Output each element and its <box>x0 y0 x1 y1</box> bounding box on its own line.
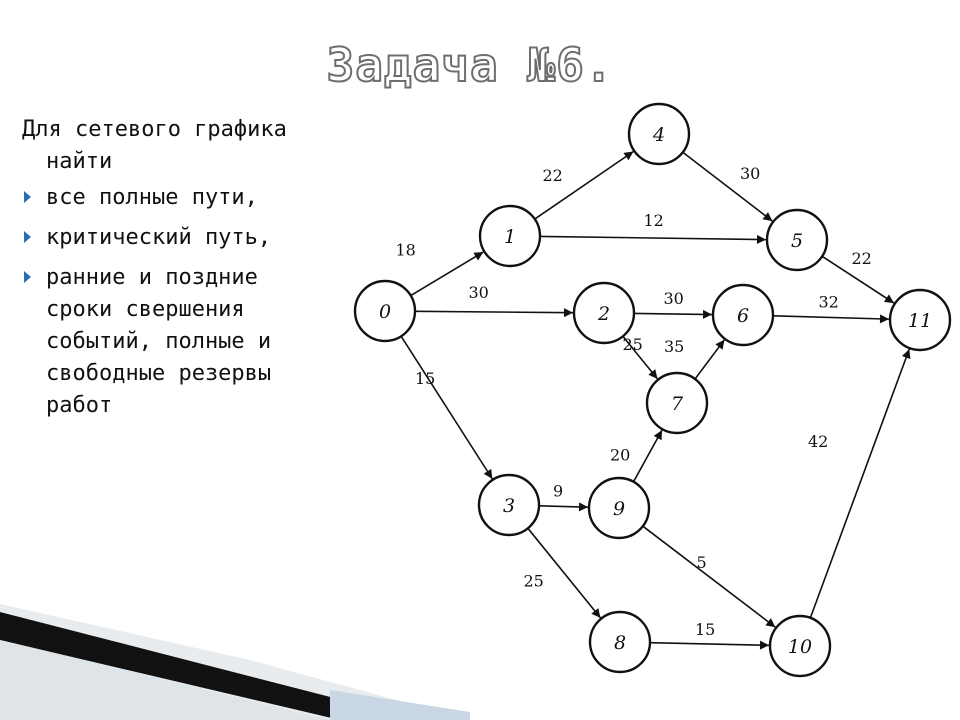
edge-arrow-9-7 <box>632 429 663 483</box>
edge-weight-label: 30 <box>469 283 489 302</box>
event-node-label: 1 <box>504 226 516 248</box>
event-node-8 <box>588 610 652 674</box>
event-node-6 <box>711 283 775 347</box>
event-node-label: 5 <box>791 230 803 252</box>
event-node-1 <box>478 204 542 268</box>
event-node-5 <box>765 208 829 272</box>
edge-weight-label: 12 <box>644 211 664 230</box>
event-node-0 <box>353 279 417 343</box>
event-node-10 <box>768 614 832 678</box>
edge-weight-label: 15 <box>415 369 435 388</box>
edge-arrow-0-3 <box>400 335 493 480</box>
bullet-text: ранние и поздние сроки свершения событий… <box>46 265 272 418</box>
edge-weight-label: 30 <box>664 289 684 308</box>
event-node-label: 9 <box>613 498 625 520</box>
event-node-label: 0 <box>379 301 391 323</box>
bullet-item: критический путь, <box>22 222 332 254</box>
edge-weight-label: 18 <box>396 241 416 260</box>
event-node-label: 10 <box>788 636 812 658</box>
event-node-label: 6 <box>737 305 749 327</box>
edge-weight-label: 9 <box>553 482 563 501</box>
bullet-text: все полные пути, <box>46 185 258 210</box>
bullet-item: ранние и поздние сроки свершения событий… <box>22 262 332 422</box>
edge-arrow-3-8 <box>527 527 602 619</box>
edge-arrow-9-10 <box>642 525 776 628</box>
bullet-text: критический путь, <box>46 225 272 250</box>
event-node-label: 3 <box>503 495 515 517</box>
edge-weight-label: 35 <box>664 337 684 356</box>
edge-arrow-1-4 <box>534 150 634 220</box>
slide-title: Задача №6. <box>326 37 614 93</box>
task-text: Для сетевого графика найти все полные пу… <box>22 114 332 430</box>
edge-arrow-3-9 <box>538 502 589 512</box>
bullet-arrow-icon <box>24 231 31 243</box>
edge-arrow-0-2 <box>414 308 574 318</box>
bullet-item: все полные пути, <box>22 182 332 214</box>
edge-weight-label: 25 <box>524 572 544 591</box>
edge-arrow-7-6 <box>694 339 726 380</box>
edge-weight-label: 25 <box>623 335 643 354</box>
edge-arrow-6-11 <box>772 314 890 324</box>
edge-arrow-5-11 <box>821 255 895 304</box>
edge-arrow-1-5 <box>539 234 767 244</box>
event-node-label: 2 <box>597 303 610 325</box>
edge-weight-label: 32 <box>819 293 839 312</box>
event-node-11 <box>888 288 952 352</box>
edge-weight-label: 22 <box>852 249 872 268</box>
event-node-label: 11 <box>908 310 932 332</box>
intro-text: Для сетевого графика найти <box>22 117 287 174</box>
edge-weight-label: 42 <box>808 432 828 451</box>
edge-arrow-2-6 <box>633 309 713 319</box>
bullet-arrow-icon <box>24 191 31 203</box>
edge-weight-label: 15 <box>695 620 715 639</box>
edge-weight-label: 5 <box>697 553 707 572</box>
edge-arrow-4-5 <box>682 151 773 222</box>
event-node-7 <box>645 371 709 435</box>
event-node-2 <box>572 281 636 345</box>
edge-weight-label: 22 <box>543 166 563 185</box>
event-node-9 <box>587 476 651 540</box>
edge-arrow-8-10 <box>649 640 770 650</box>
event-node-label: 4 <box>652 124 665 146</box>
event-node-3 <box>477 473 541 537</box>
edge-arrow-2-7 <box>622 335 659 380</box>
edge-weight-label: 20 <box>610 446 630 465</box>
event-node-label: 8 <box>614 632 626 654</box>
edge-arrow-10-11 <box>809 348 911 619</box>
edge-arrow-0-1 <box>410 251 484 297</box>
event-node-label: 7 <box>671 393 684 415</box>
bullet-arrow-icon <box>24 271 31 283</box>
bullet-list: все полные пути, критический путь, ранни… <box>22 182 332 422</box>
edge-weight-label: 30 <box>740 164 760 183</box>
event-node-4 <box>627 102 691 166</box>
